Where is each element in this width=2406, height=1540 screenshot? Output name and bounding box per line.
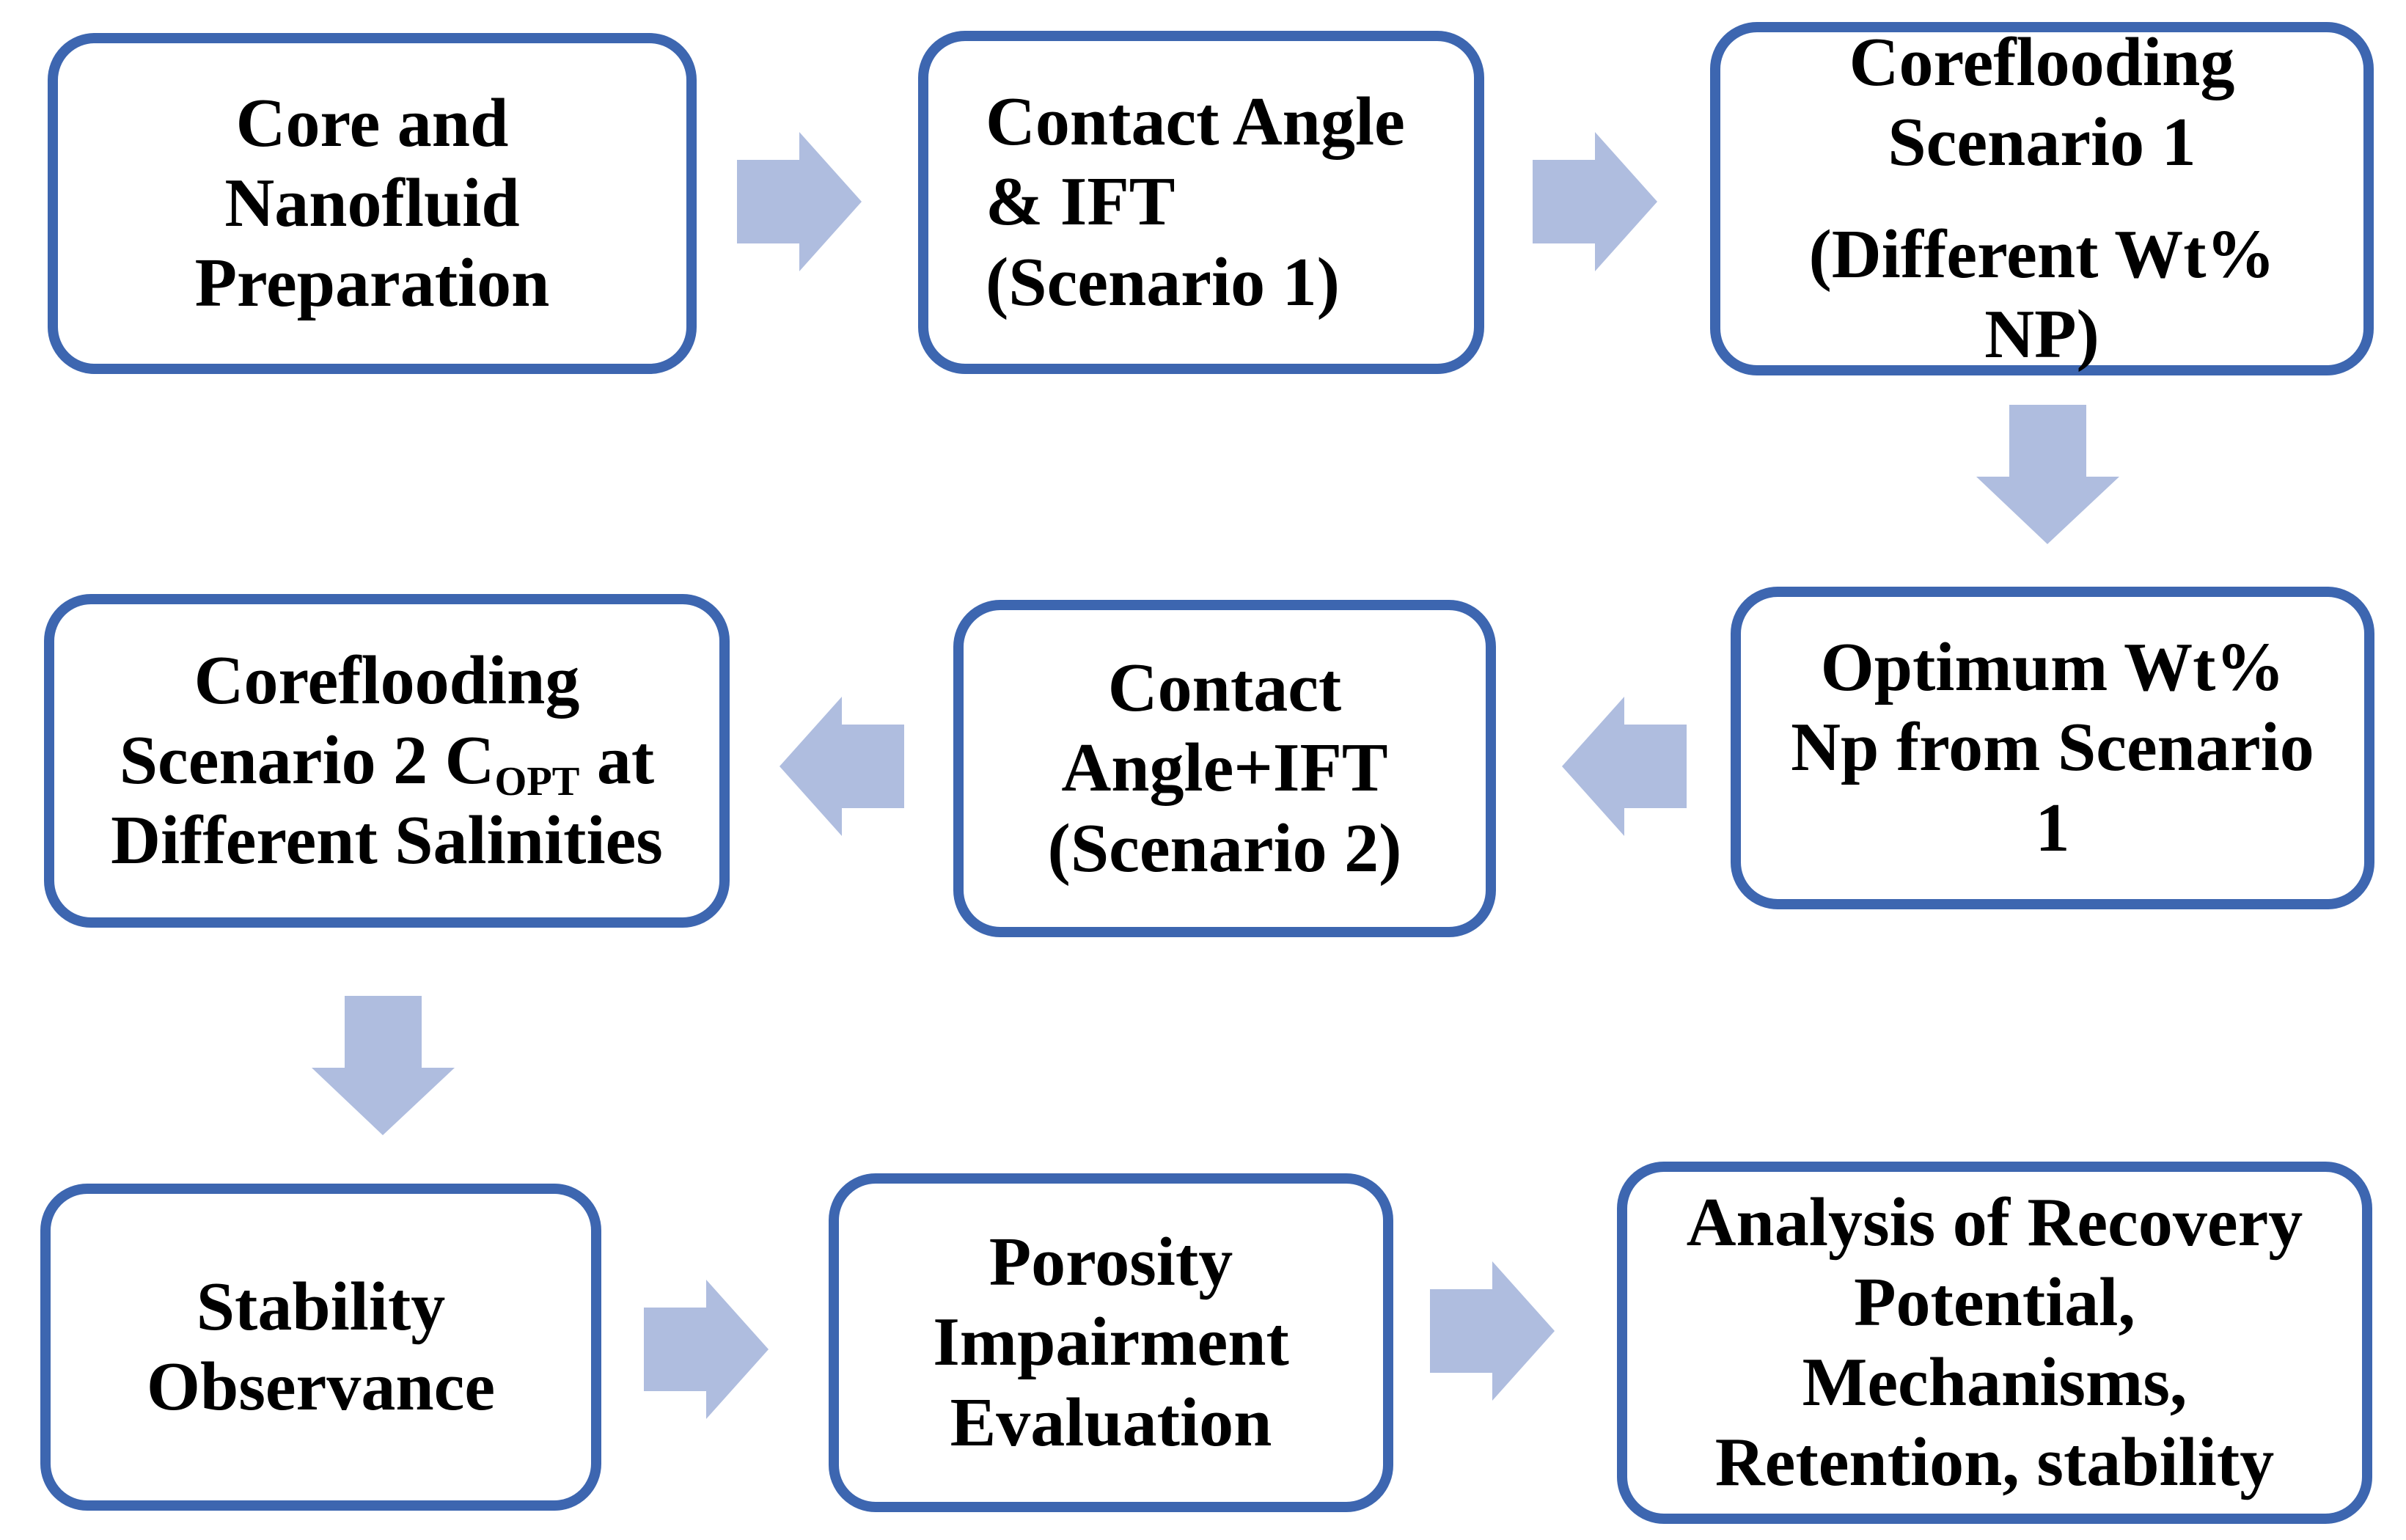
subscript-opt: OPT (494, 758, 580, 804)
box-text-line: Nanofluid (224, 164, 520, 241)
box-text-line: Preparation (194, 245, 550, 322)
arrow-down-icon (1976, 405, 2119, 544)
box-text-line: Contact (1107, 650, 1342, 727)
box-text-line: Potential, (1854, 1264, 2135, 1341)
arrow-left-icon (1562, 697, 1687, 836)
box-text-line: Stability (196, 1268, 446, 1345)
box-text-line: Impairment (933, 1304, 1289, 1381)
box-text-line: Core and (235, 84, 509, 161)
arrow-right-icon (1430, 1261, 1555, 1401)
flow-box-analysis-of-recovery: Analysis of Recovery Potential, Mechanis… (1617, 1162, 2372, 1524)
arrow-right-icon (1533, 132, 1657, 271)
box-text-line: Contact Angle (986, 84, 1405, 161)
box-text-line: Mechanisms, (1802, 1344, 2187, 1420)
box-text-line: 1 (2035, 789, 2070, 866)
box-text-line: (Different Wt% (1808, 216, 2275, 293)
box-text-line: (Scenario 1) (986, 243, 1340, 320)
flow-box-contact-angle-ift-scenario-2: Contact Angle+IFT (Scenario 2) (953, 600, 1496, 937)
arrow-right-icon (644, 1280, 769, 1419)
box-text-line: Coreflooding (194, 642, 580, 719)
box-text-line: Different Salinities (111, 802, 663, 879)
flow-box-optimum-wt-np-from-scenario-1: Optimum Wt% Np from Scenario 1 (1731, 587, 2374, 909)
box-text-line: & IFT (986, 164, 1176, 241)
arrow-down-icon (312, 996, 455, 1135)
box-text-line: Coreflooding (1849, 23, 2235, 100)
box-text-line: Retention, stability (1714, 1424, 2275, 1501)
box-text-line: Evaluation (950, 1384, 1272, 1461)
flow-box-coreflooding-scenario-1: Coreflooding Scenario 1 (Different Wt% N… (1710, 22, 2374, 375)
flow-box-stability-observance: Stability Observance (40, 1184, 601, 1511)
arrow-left-icon (780, 697, 904, 836)
box-text-line: Scenario 2 COPT at (119, 722, 655, 804)
box-text-line: Scenario 1 (1888, 103, 2196, 180)
flow-box-coreflooding-scenario-2-copt: Coreflooding Scenario 2 COPT at Differen… (44, 594, 730, 928)
flow-box-contact-angle-ift-scenario-1: Contact Angle & IFT (Scenario 1) (918, 31, 1484, 374)
box-text-line: Optimum Wt% (1820, 629, 2285, 706)
flow-box-core-and-nanofluid-preparation: Core and Nanofluid Preparation (48, 33, 697, 374)
box-paragraph: (Different Wt% NP) (1808, 215, 2275, 375)
box-text-line: Observance (146, 1349, 496, 1425)
box-text-line: Porosity (989, 1224, 1233, 1301)
arrow-right-icon (737, 132, 862, 271)
box-text-line: (Scenario 2) (1047, 810, 1402, 887)
box-text-line: Angle+IFT (1061, 730, 1388, 807)
box-text-line: Analysis of Recovery (1686, 1184, 2303, 1261)
box-text-line: Np from Scenario (1791, 709, 2314, 786)
box-paragraph: Coreflooding Scenario 1 (1849, 23, 2235, 183)
flow-box-porosity-impairment-evaluation: Porosity Impairment Evaluation (829, 1173, 1393, 1512)
box-text-line: NP) (1984, 296, 2099, 373)
